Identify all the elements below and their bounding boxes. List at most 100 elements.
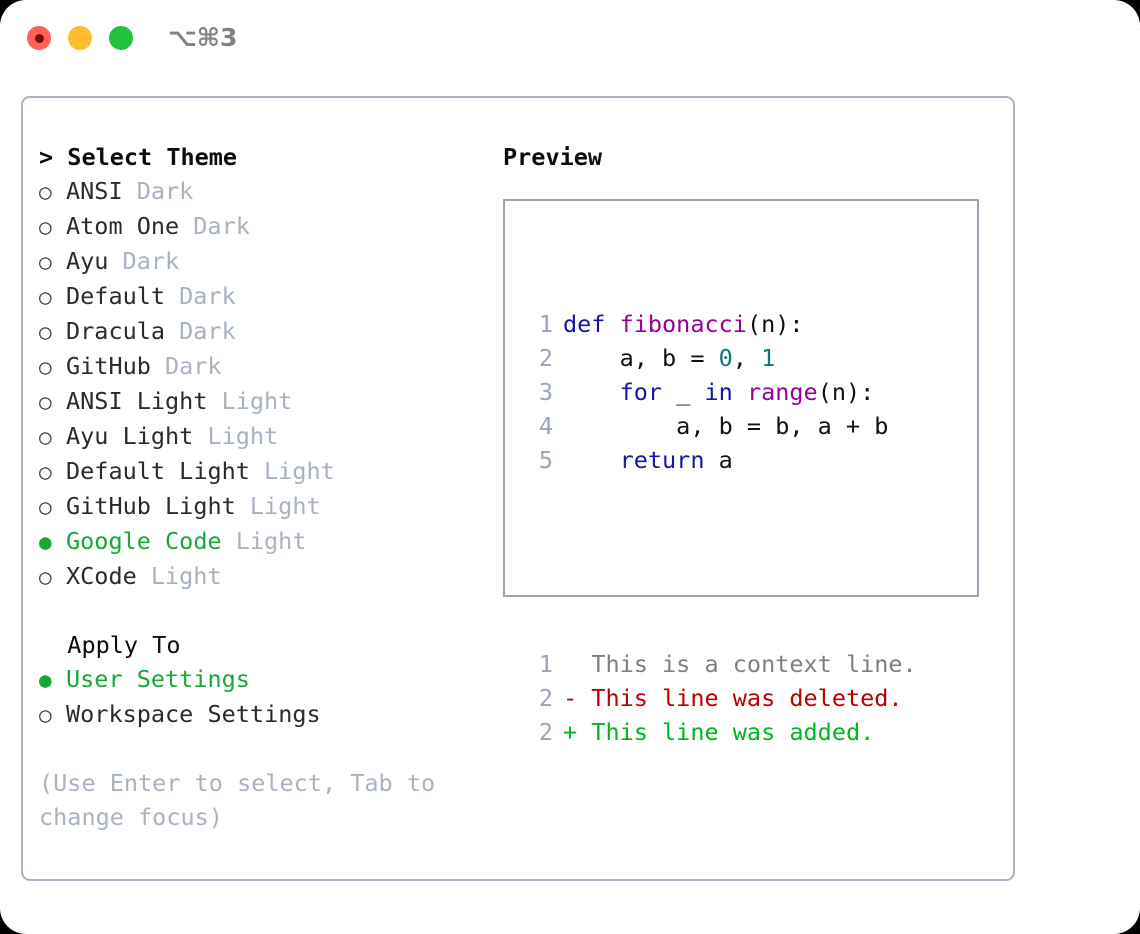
radio-unselected-icon: ○ — [39, 320, 52, 344]
code-line-text: return a — [563, 443, 733, 477]
keyboard-shortcut-badge: ⌥⌘3 — [168, 23, 238, 52]
code-line-text: a, b = 0, 1 — [563, 341, 776, 375]
theme-option-dracula[interactable]: ○ Dracula Dark — [39, 314, 479, 349]
keyboard-hint-text: (Use Enter to select, Tab to change focu… — [39, 769, 436, 831]
theme-option-tag: Light — [207, 422, 279, 450]
diff-line-number: 2 — [538, 718, 553, 746]
theme-option-tag: Light — [249, 492, 321, 520]
theme-option-label: Default Light — [66, 457, 250, 485]
code-token-txt — [563, 446, 620, 474]
radio-selected-icon: ● — [39, 668, 52, 692]
code-token-num: 0 — [718, 344, 733, 372]
radio-unselected-icon: ○ — [39, 425, 52, 449]
apply-option-label: User Settings — [66, 665, 250, 693]
code-token-txt: (n): — [817, 378, 875, 406]
code-token-txt — [563, 378, 620, 406]
apply-option-user-settings[interactable]: ● User Settings — [39, 662, 479, 697]
radio-unselected-icon: ○ — [39, 180, 52, 204]
code-line-number: 5 — [538, 446, 553, 474]
code-line-text: for _ in range(n): — [563, 375, 875, 409]
apply-option-workspace-settings[interactable]: ○Workspace Settings — [39, 697, 479, 732]
radio-selected-icon: ● — [39, 530, 52, 554]
theme-option-tag: Dark — [179, 317, 236, 345]
theme-option-ansi-light[interactable]: ○ ANSI Light Light — [39, 384, 479, 419]
diff-line-number: 2 — [538, 684, 553, 712]
code-token-num: 1 — [761, 344, 776, 372]
theme-option-tag: Light — [235, 527, 307, 555]
code-token-kw: for — [619, 378, 663, 406]
code-token-fn: range — [746, 378, 818, 406]
theme-option-label: ANSI Light — [66, 387, 208, 415]
code-line: 5 return a — [519, 443, 977, 477]
theme-option-label: GitHub Light — [66, 492, 236, 520]
select-theme-header: > Select Theme — [39, 143, 238, 171]
preview-header: Preview — [503, 143, 603, 171]
theme-option-tag: Dark — [122, 247, 180, 275]
radio-unselected-icon: ○ — [39, 285, 52, 309]
radio-unselected-icon: ○ — [39, 565, 52, 589]
theme-option-tag: Dark — [179, 282, 236, 310]
apply-option-label: Workspace Settings — [66, 700, 321, 728]
code-token-txt: _ — [662, 378, 705, 406]
theme-option-tag: Dark — [164, 352, 222, 380]
code-line-text: def fibonacci(n): — [563, 307, 804, 341]
traffic-light-group — [27, 26, 133, 50]
theme-option-label: Ayu — [66, 247, 109, 275]
code-token-txt: a, b = b, a + b — [563, 412, 889, 440]
radio-unselected-icon: ○ — [39, 250, 52, 274]
apply-to-header: Apply To — [39, 631, 181, 659]
code-line: 3 for _ in range(n): — [519, 375, 977, 409]
code-line-number: 1 — [538, 310, 553, 338]
theme-option-label: ANSI — [66, 177, 123, 205]
code-token-fn: fibonacci — [619, 310, 747, 338]
code-token-kw: return — [619, 446, 705, 474]
diff-line: 1 This is a context line. — [519, 647, 977, 681]
diff-line-text-ctx: This is a context line. — [563, 650, 917, 678]
close-window-icon[interactable] — [27, 26, 51, 50]
diff-line-list: 1 This is a context line. 2 - This line wa… — [519, 647, 977, 749]
theme-option-github-light[interactable]: ○ GitHub Light Light — [39, 489, 479, 524]
theme-option-label: Ayu Light — [66, 422, 194, 450]
apply-to-option-list: ● User Settings ○Workspace Settings — [39, 662, 479, 732]
theme-option-tag: Light — [221, 387, 293, 415]
code-line-number: 2 — [538, 344, 553, 372]
code-line-number: 4 — [538, 412, 553, 440]
theme-option-tag: Dark — [193, 212, 250, 240]
diff-line-text-add: + This line was added. — [563, 718, 875, 746]
window-titlebar: ⌥⌘3 — [0, 0, 1140, 78]
code-line: 1 def fibonacci(n): — [519, 307, 977, 341]
code-token-txt — [733, 378, 747, 406]
theme-option-label: Dracula — [66, 317, 166, 345]
theme-option-ayu-light[interactable]: ○ Ayu Light Light — [39, 419, 479, 454]
diff-line-text-del: - This line was deleted. — [563, 684, 903, 712]
code-line-text: a, b = b, a + b — [563, 409, 888, 443]
theme-option-label: Atom One — [66, 212, 180, 240]
theme-option-tag: Dark — [136, 177, 194, 205]
diff-line: 2 + This line was added. — [519, 715, 977, 749]
radio-unselected-icon: ○ — [39, 355, 52, 379]
theme-option-ansi[interactable]: ○ ANSI Dark — [39, 174, 479, 209]
radio-unselected-icon: ○ — [39, 495, 52, 519]
section-spacer — [39, 594, 479, 628]
theme-option-ayu[interactable]: ○ Ayu Dark — [39, 244, 479, 279]
maximize-window-icon[interactable] — [109, 26, 133, 50]
radio-unselected-icon: ○ — [39, 390, 52, 414]
code-token-txt: a — [704, 446, 733, 474]
diff-line-number: 1 — [538, 650, 553, 678]
code-token-kw: in — [704, 378, 733, 406]
minimize-window-icon[interactable] — [68, 26, 92, 50]
radio-unselected-icon: ○ — [39, 460, 52, 484]
